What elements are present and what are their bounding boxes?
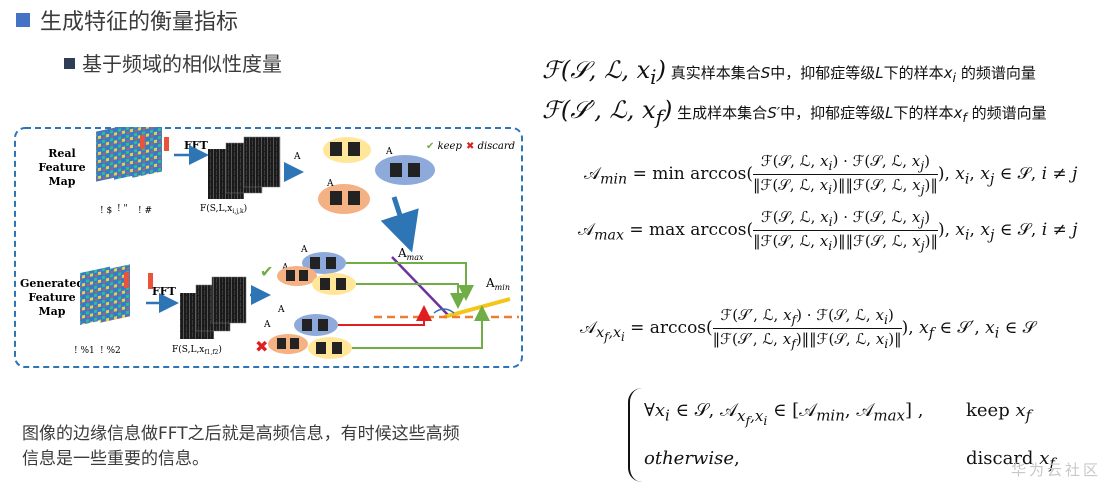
formula-amax: 𝒜max = max arccos(ℱ(𝒮, ℒ, xi) · ℱ(𝒮, ℒ, … — [578, 208, 1078, 253]
fft-label-bottom: FFT — [152, 285, 177, 298]
real-spectrum-stack — [208, 136, 281, 199]
svg-text:A: A — [300, 245, 308, 255]
diagram-frame — [14, 127, 523, 368]
svg-text:A: A — [385, 147, 393, 157]
svg-text:✔: ✔ — [260, 262, 273, 281]
generated-feature-map-stack — [80, 264, 153, 325]
real-feature-map-stack — [96, 127, 169, 182]
cases-brace — [628, 388, 652, 482]
real-spectrum-symbol: ℱ(𝒮, ℒ, xi) — [542, 56, 666, 89]
discard-legend: ✖ discard — [466, 141, 515, 152]
svg-text:A: A — [293, 152, 301, 162]
case-otherwise-condition: otherwise, — [644, 448, 740, 469]
definition-generated: ℱ(𝒮′, ℒ, xf) 生成样本集合S′中，抑郁症等级L下的样本xf 的频谱向… — [542, 96, 1047, 129]
page-title: 生成特征的衡量指标 — [40, 10, 239, 35]
fft-label-top: FFT — [184, 139, 209, 152]
generated-spectrum-stack — [180, 276, 247, 339]
amin-label: Amin — [485, 276, 510, 292]
formula-axf: 𝒜xf,xi = arccos(ℱ(𝒮′, ℒ, xf) · ℱ(𝒮, ℒ, x… — [580, 306, 1036, 351]
gen-mark-1: ! %1 — [74, 346, 95, 356]
real-mark-1: ! $ — [100, 206, 112, 216]
subheading-bullet — [64, 58, 75, 69]
svg-text:A: A — [326, 179, 334, 189]
case-keep-action: keep xf — [966, 400, 1032, 425]
watermark: 华为云社区 — [1010, 461, 1101, 479]
definition-real: ℱ(𝒮, ℒ, xi) 真实样本集合S中，抑郁症等级L下的样本xi 的频谱向量 — [542, 56, 1036, 89]
real-mark-2: ! " — [117, 204, 128, 214]
case-keep-condition: ∀xi ∈ 𝒮, 𝒜xf,xi ∈ [𝒜min, 𝒜max] , — [644, 400, 924, 428]
svg-text:A: A — [263, 320, 271, 330]
case-discard-action: discard xf — [966, 448, 1055, 473]
gen-fft-caption: F(S,L,xf1,f2) — [172, 344, 222, 356]
real-mark-3: ! # — [138, 206, 152, 216]
generated-spectrum-symbol: ℱ(𝒮′, ℒ, xf) — [542, 96, 673, 129]
subheading: 基于频域的相似性度量 — [82, 52, 282, 76]
formula-amin: 𝒜min = min arccos(ℱ(𝒮, ℒ, xi) · ℱ(𝒮, ℒ, … — [584, 152, 1078, 197]
keep-legend: ✔ keep — [426, 141, 462, 152]
svg-text:✖: ✖ — [255, 337, 268, 356]
amax-label: Amax — [397, 246, 424, 262]
real-fft-caption: F(S,L,xi,j,k) — [200, 203, 247, 215]
svg-text:A: A — [277, 305, 285, 315]
gen-mark-2: ! %2 — [100, 346, 121, 356]
explanation-note: 图像的边缘信息做FFT之后就是高频信息，有时候这些高频信息是一些重要的信息。 — [22, 424, 460, 469]
heading-bullet — [16, 13, 30, 27]
